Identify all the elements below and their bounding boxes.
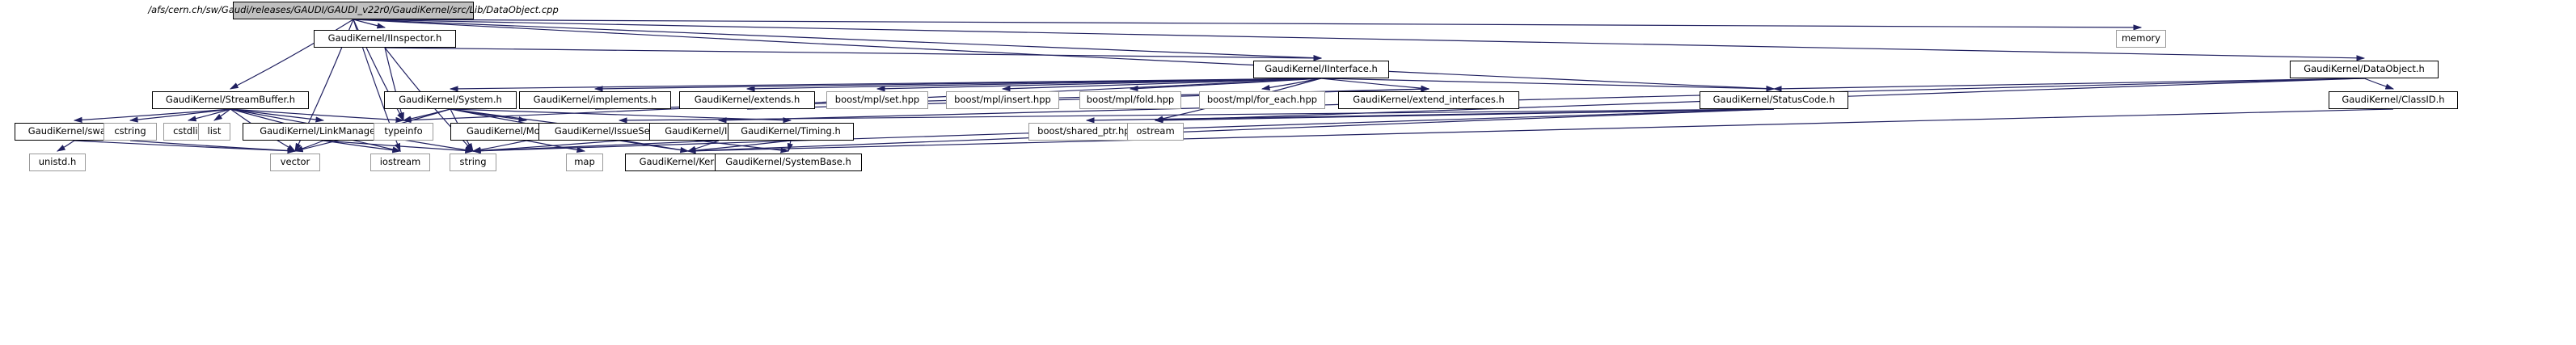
graph-edge — [187, 108, 231, 122]
graph-node-dataobject_h[interactable]: GaudiKernel/DataObject.h — [2290, 61, 2439, 78]
graph-edge — [323, 140, 402, 154]
graph-node-system_h[interactable]: GaudiKernel/System.h — [384, 91, 517, 109]
graph-edge — [619, 140, 690, 154]
graph-edge — [1772, 78, 2365, 92]
graph-node-list[interactable]: list — [198, 123, 230, 141]
graph-node-classid_h[interactable]: GaudiKernel/ClassID.h — [2329, 91, 2458, 109]
graph-node-timing_h[interactable]: GaudiKernel/Timing.h — [728, 123, 854, 141]
graph-node-map[interactable]: map — [566, 154, 603, 171]
graph-edge — [593, 78, 1322, 92]
graph-node-extend_interfaces[interactable]: GaudiKernel/extend_interfaces.h — [1338, 91, 1519, 109]
graph-edge — [384, 47, 404, 122]
graph-node-extends_h[interactable]: GaudiKernel/extends.h — [679, 91, 815, 109]
graph-edge — [56, 140, 75, 152]
graph-edge — [686, 140, 792, 154]
graph-edge — [353, 19, 1323, 61]
graph-edge — [2363, 78, 2395, 90]
graph-edge — [787, 140, 793, 153]
graph-edge — [450, 108, 792, 124]
graph-edge — [129, 140, 297, 154]
graph-edge — [1320, 78, 1776, 92]
graph-edge — [526, 140, 586, 154]
graph-edge — [74, 140, 297, 154]
graph-node-unistd_h[interactable]: unistd.h — [29, 154, 86, 171]
graph-edge — [449, 78, 1322, 92]
graph-edge — [73, 108, 231, 123]
graph-edge — [876, 78, 1322, 92]
graph-edge — [686, 140, 720, 152]
graph-edge — [353, 19, 1776, 92]
graph-edge — [1085, 108, 1775, 124]
graph-edge — [450, 108, 528, 123]
graph-node-typeinfo[interactable]: typeinfo — [374, 123, 433, 141]
graph-node-string[interactable]: string — [450, 154, 496, 171]
graph-edge — [1320, 78, 1430, 91]
graph-node-mpl_fold[interactable]: boost/mpl/fold.hpp — [1079, 91, 1181, 109]
graph-edge — [686, 108, 2394, 154]
graph-node-vector[interactable]: vector — [270, 154, 320, 171]
graph-edge — [230, 108, 405, 124]
graph-node-memory[interactable]: memory — [2116, 30, 2166, 48]
graph-edge — [745, 78, 1322, 92]
graph-edge — [353, 19, 386, 29]
graph-node-streambuffer[interactable]: GaudiKernel/StreamBuffer.h — [152, 91, 309, 109]
graph-edge — [471, 140, 620, 154]
graph-edge — [402, 108, 451, 122]
graph-edge — [230, 108, 325, 123]
graph-node-root[interactable]: /afs/cern.ch/sw/Gaudi/releases/GAUDI/GAU… — [148, 2, 559, 19]
graph-edge — [471, 140, 720, 154]
graph-edge — [1001, 78, 1322, 92]
graph-edge — [213, 108, 231, 121]
graph-edge — [353, 19, 2143, 31]
graph-edge — [323, 140, 475, 154]
graph-node-iinterface[interactable]: GaudiKernel/IInterface.h — [1253, 61, 1389, 78]
graph-node-statuscode_h[interactable]: GaudiKernel/StatusCode.h — [1700, 91, 1848, 109]
graph-node-systembase_h[interactable]: GaudiKernel/SystemBase.h — [715, 154, 862, 171]
graph-node-mpl_set[interactable]: boost/mpl/set.hpp — [826, 91, 928, 109]
graph-edge — [471, 140, 527, 153]
graph-edge — [129, 108, 231, 123]
graph-edge — [1129, 78, 1322, 92]
graph-edge — [1261, 78, 1322, 91]
graph-edge — [618, 108, 1775, 124]
graph-node-ostream[interactable]: ostream — [1127, 123, 1184, 141]
graph-edge — [1154, 108, 1775, 124]
graph-edge — [384, 47, 1323, 61]
graph-edge — [353, 19, 2366, 61]
graph-node-iinspector[interactable]: GaudiKernel/IInspector.h — [314, 30, 456, 48]
graph-node-iostream[interactable]: iostream — [370, 154, 430, 171]
graph-node-cstring[interactable]: cstring — [103, 123, 157, 141]
graph-edge — [293, 140, 324, 152]
graph-node-implements_h[interactable]: GaudiKernel/implements.h — [519, 91, 671, 109]
graph-node-mpl_for_each[interactable]: boost/mpl/for_each.hpp — [1199, 91, 1325, 109]
graph-node-mpl_insert[interactable]: boost/mpl/insert.hpp — [946, 91, 1059, 109]
